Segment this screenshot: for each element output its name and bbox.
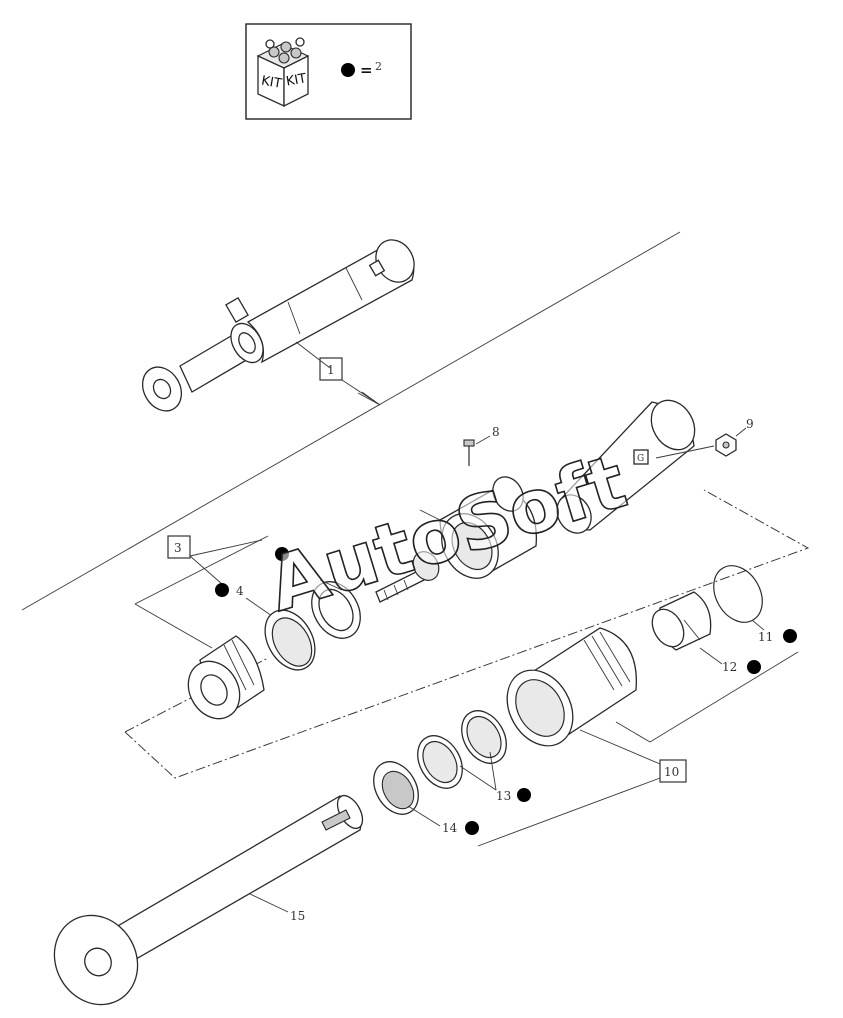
callout-10-label: 10 <box>664 765 679 779</box>
callout-8-label: 8 <box>492 425 500 439</box>
screw-part-8: 8 <box>463 425 500 466</box>
kit-label-left: KIT <box>260 74 283 92</box>
kit-equals: = <box>360 61 373 79</box>
bushing-part-12 <box>651 591 712 651</box>
seal-rings-part-13: 13 <box>417 710 531 803</box>
kit-legend: KIT KIT = 2 <box>245 23 412 120</box>
piston-assembly-part-10 <box>506 627 638 747</box>
callout-1: 1 <box>295 341 381 406</box>
callouts-10-12: 11 12 10 <box>477 619 799 847</box>
callout-9-label: 9 <box>746 417 754 431</box>
piston-rod-part-15: 15 <box>53 794 364 1006</box>
callout-13-label: 13 <box>496 789 511 803</box>
axis-line <box>21 231 681 611</box>
kit-label-right: KIT <box>285 71 308 89</box>
kit-box-icon: KIT KIT <box>256 37 310 108</box>
callout-3-label: 3 <box>174 541 182 555</box>
kit-dot-13 <box>517 788 531 802</box>
piston-part-4: 4 <box>187 579 361 720</box>
cylinder-assembly-part-1 <box>141 239 415 412</box>
kit-value: 2 <box>375 60 382 73</box>
bolt-part <box>375 551 440 603</box>
kit-dot-11 <box>783 629 797 643</box>
wiper-ring-part-14: 14 <box>373 761 479 835</box>
retaining-ring-part-11 <box>713 565 763 623</box>
kit-dot-icon <box>341 63 355 77</box>
kit-dot-4 <box>215 583 229 597</box>
callout-1-label: 1 <box>327 363 335 377</box>
callout-11-label: 11 <box>758 630 773 644</box>
kit-dot-14 <box>465 821 479 835</box>
assembly-enclosure <box>124 489 810 779</box>
seal-kit-part-3: 3 <box>134 535 289 649</box>
svg-text:G: G <box>637 454 644 464</box>
kit-dot-3 <box>275 547 289 561</box>
callout-4-label: 4 <box>236 584 244 598</box>
kit-dot-12 <box>747 660 761 674</box>
watermark: AutoSoft <box>259 439 636 629</box>
nut-part-9: 9 <box>655 417 754 459</box>
callout-12-label: 12 <box>722 660 737 674</box>
cylinder-head <box>419 476 538 579</box>
callout-15-label: 15 <box>290 909 305 923</box>
callout-14-label: 14 <box>442 821 458 835</box>
cylinder-barrel: G <box>556 399 696 534</box>
